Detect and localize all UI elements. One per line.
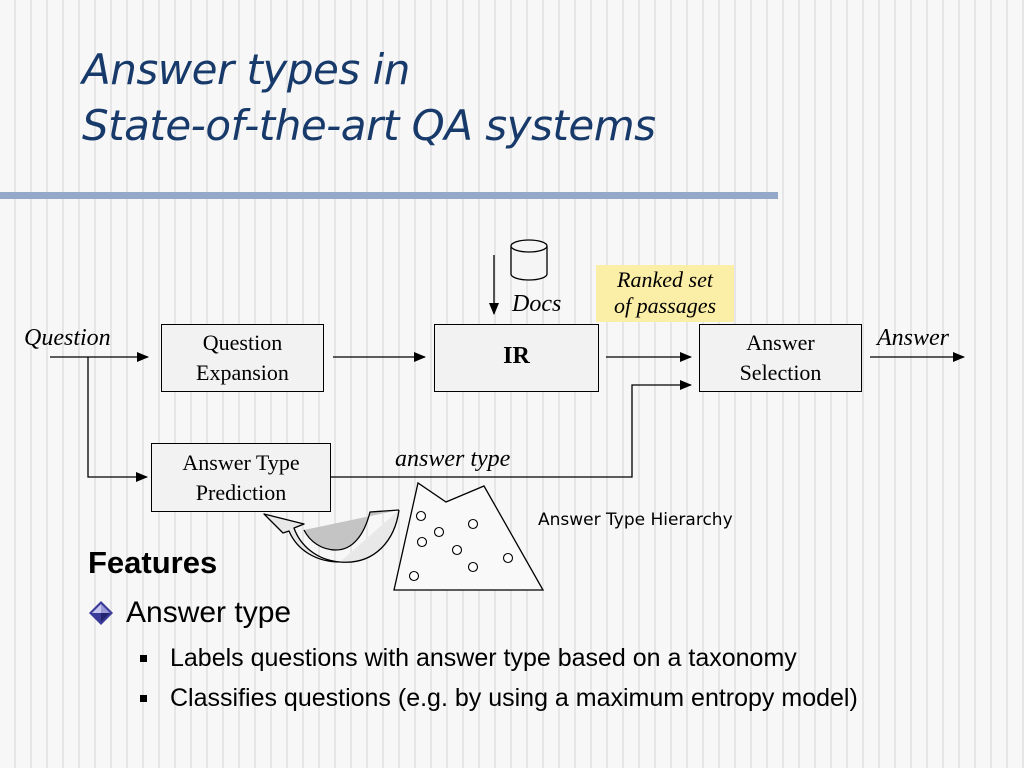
- answer-selection-line-1: Answer: [746, 330, 815, 355]
- subbullet-taxonomy: Labels questions with answer type based …: [140, 644, 797, 673]
- square-bullet-icon: [140, 655, 147, 662]
- answer-output-label: Answer: [877, 325, 949, 351]
- docs-label: Docs: [512, 291, 562, 317]
- database-icon: [510, 239, 548, 281]
- bullet-answer-type: Answer type: [88, 596, 291, 630]
- question-expansion-line-2: Expansion: [196, 360, 289, 385]
- ir-label: IR: [503, 343, 530, 369]
- answer-type-prediction-line-2: Prediction: [195, 479, 287, 505]
- answer-selection-line-2: Selection: [739, 360, 822, 385]
- answer-selection-box: Answer Selection: [699, 324, 862, 392]
- diamond-bullet-icon: [89, 601, 113, 625]
- bullet-answer-type-text: Answer type: [126, 596, 292, 629]
- answer-type-prediction-box: Answer Type Prediction: [151, 443, 331, 512]
- ranked-note-line-2: of passages: [613, 293, 717, 318]
- ranked-note-line-1: Ranked set: [617, 267, 713, 292]
- title-line-2: State-of-the-art QA systems: [82, 101, 656, 150]
- title-divider: [0, 192, 778, 199]
- answer-type-prediction-line-1: Answer Type: [182, 449, 300, 475]
- subbullet-maxent-text: Classifies questions (e.g. by using a ma…: [170, 684, 858, 712]
- mountain-hierarchy-icon: [393, 481, 545, 591]
- title-line-1: Answer types in: [82, 45, 410, 94]
- ranked-passages-note: Ranked set of passages: [596, 265, 734, 322]
- arrow-question-to-prediction: [87, 357, 148, 482]
- curved-arrow-icon: [263, 509, 400, 563]
- question-input-label: Question: [24, 325, 111, 351]
- arrow-answer-type-to-selection: [331, 380, 692, 478]
- features-heading: Features: [88, 545, 218, 580]
- answer-type-label: answer type: [395, 446, 511, 472]
- subbullet-maxent: Classifies questions (e.g. by using a ma…: [140, 684, 858, 713]
- ir-box: IR: [434, 324, 599, 392]
- answer-type-hierarchy-label: Answer Type Hierarchy: [538, 510, 733, 530]
- slide-title: Answer types in State-of-the-art QA syst…: [82, 42, 656, 154]
- question-expansion-box: Question Expansion: [161, 324, 324, 392]
- question-expansion-line-1: Question: [202, 330, 283, 355]
- subbullet-taxonomy-text: Labels questions with answer type based …: [170, 644, 797, 672]
- square-bullet-icon: [140, 695, 147, 702]
